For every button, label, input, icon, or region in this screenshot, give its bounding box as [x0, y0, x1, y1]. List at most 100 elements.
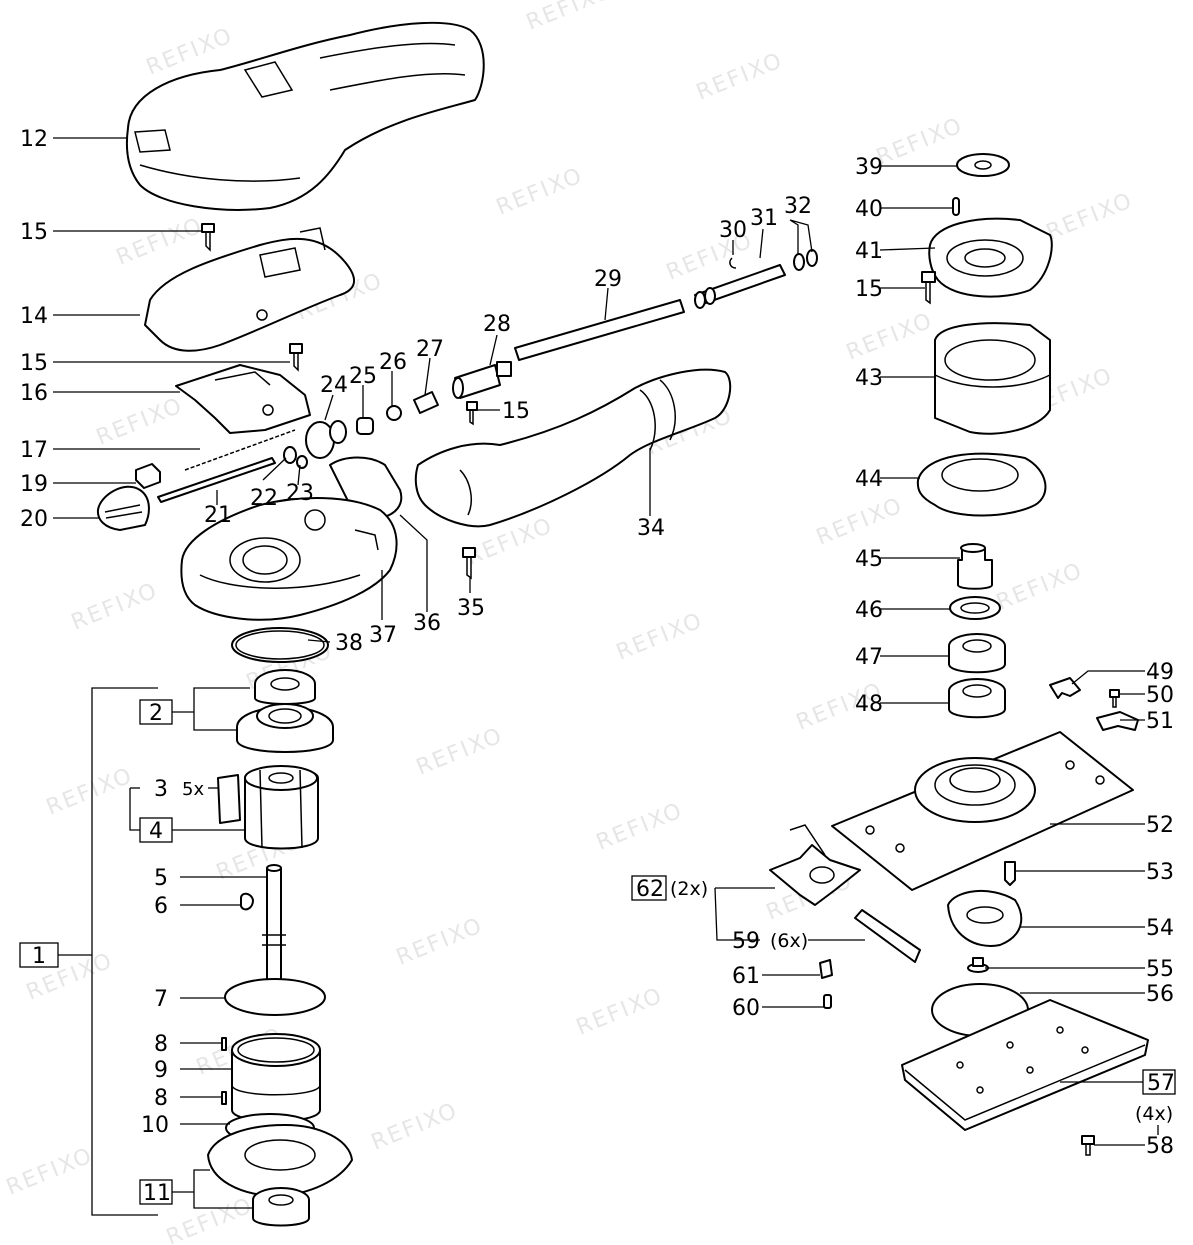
label-3: 3 [154, 777, 168, 802]
label-60: 60 [732, 996, 760, 1021]
label-52: 52 [1146, 813, 1174, 838]
label-10: 10 [141, 1113, 169, 1138]
label-58: 58 [1146, 1134, 1174, 1159]
part-23-washer [296, 455, 308, 469]
part-46-washer [949, 596, 1001, 620]
label-45: 45 [855, 547, 883, 572]
label-14: 14 [20, 304, 48, 329]
part-17-spring [184, 429, 296, 471]
label-56: 56 [1146, 982, 1174, 1007]
label-8-b: 8 [154, 1086, 168, 1111]
svg-text:REFIXO: REFIXO [523, 0, 617, 36]
part-15-screw-b [289, 343, 303, 372]
part-43-housing [934, 322, 1051, 435]
label-37: 37 [369, 623, 397, 648]
label-15-c: 15 [502, 399, 530, 424]
part-60-screw [823, 994, 832, 1009]
part-3-plate [217, 774, 241, 824]
part-41-seat [928, 217, 1053, 298]
label-41: 41 [855, 239, 883, 264]
label-35: 35 [457, 596, 485, 621]
part-14-cover [144, 227, 355, 352]
label-38: 38 [335, 631, 363, 656]
label-2: 2 [149, 701, 163, 726]
svg-text:REFIXO: REFIXO [93, 393, 187, 450]
label-6: 6 [154, 894, 168, 919]
part-20-knob [96, 485, 150, 531]
part-51-bracket [1096, 711, 1139, 731]
leader-lines [53, 137, 1159, 1216]
label-39: 39 [855, 155, 883, 180]
svg-text:REFIXO: REFIXO [813, 493, 907, 550]
part-61-clip [819, 959, 833, 979]
label-20: 20 [20, 507, 48, 532]
label-21: 21 [204, 503, 232, 528]
svg-text:REFIXO: REFIXO [1043, 188, 1137, 245]
label-55: 55 [1146, 957, 1174, 982]
label-50: 50 [1146, 683, 1174, 708]
label-62-qty: (2x) [670, 878, 708, 900]
label-49: 49 [1146, 660, 1174, 685]
part-57-sanding-pad [901, 999, 1149, 1131]
label-34: 34 [637, 516, 665, 541]
part-31-shaft [694, 264, 786, 309]
svg-text:REFIXO: REFIXO [493, 163, 587, 220]
part-2-bearing-flange [236, 669, 334, 753]
part-16-bracket [175, 364, 311, 434]
part-4-rotor [244, 765, 319, 850]
part-62-clamp [769, 824, 861, 906]
label-7: 7 [154, 987, 168, 1012]
label-31: 31 [750, 206, 778, 231]
label-53: 53 [1146, 860, 1174, 885]
label-29: 29 [594, 267, 622, 292]
svg-text:REFIXO: REFIXO [573, 983, 667, 1040]
label-4: 4 [149, 819, 163, 844]
label-32: 32 [784, 194, 812, 219]
label-46: 46 [855, 598, 883, 623]
svg-text:REFIXO: REFIXO [113, 213, 207, 270]
label-62: 62 [636, 877, 664, 902]
part-15-screw-d [921, 271, 936, 305]
label-15-a: 15 [20, 220, 48, 245]
part-15-screw-c [466, 401, 478, 426]
svg-text:REFIXO: REFIXO [593, 798, 687, 855]
label-59: 59 [732, 929, 760, 954]
svg-text:REFIXO: REFIXO [413, 723, 507, 780]
part-26-ring [386, 405, 402, 421]
label-5: 5 [154, 866, 168, 891]
parts-layer [96, 21, 1149, 1227]
part-30-clip [729, 257, 737, 269]
label-24: 24 [320, 373, 348, 398]
label-59-qty: (6x) [770, 930, 808, 952]
label-43: 43 [855, 366, 883, 391]
part-15-screw-a [201, 223, 215, 252]
svg-text:REFIXO: REFIXO [68, 578, 162, 635]
part-19-block [135, 463, 161, 489]
part-27-spring-piece [413, 391, 439, 414]
part-53-screw [1004, 861, 1016, 886]
svg-text:REFIXO: REFIXO [613, 608, 707, 665]
part-34-handle-body [414, 368, 732, 528]
part-55-stud [967, 957, 989, 973]
svg-text:REFIXO: REFIXO [393, 913, 487, 970]
svg-text:REFIXO: REFIXO [163, 1193, 257, 1245]
label-19: 19 [20, 472, 48, 497]
part-24-gear [305, 420, 347, 459]
part-52-base-plate [831, 731, 1134, 891]
label-51: 51 [1146, 709, 1174, 734]
part-35-screw [462, 547, 476, 580]
label-44: 44 [855, 467, 883, 492]
part-11-flange-bearing [207, 1124, 353, 1227]
label-22: 22 [250, 486, 278, 511]
part-37-gearbox-housing [180, 497, 398, 621]
svg-text:REFIXO: REFIXO [843, 308, 937, 365]
part-45-bushing [957, 543, 993, 590]
part-7-disc [224, 978, 326, 1016]
label-15-d: 15 [855, 277, 883, 302]
labels-layer: 12 15 14 15 16 17 19 20 21 22 23 24 25 2… [20, 127, 1175, 1206]
part-38-o-ring [231, 627, 329, 663]
part-29-tube [514, 299, 685, 361]
label-28: 28 [483, 312, 511, 337]
label-23: 23 [286, 481, 314, 506]
